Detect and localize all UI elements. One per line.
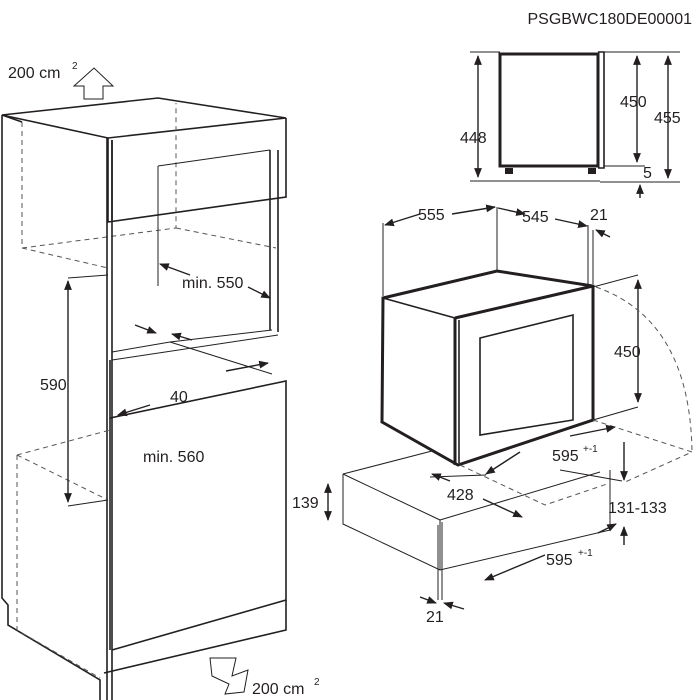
door-21-top-label: 21 (590, 207, 608, 224)
inner-428-label: 428 (447, 487, 474, 504)
width-595-bottom-sup: +-1 (578, 548, 593, 559)
gap-131-133-label: 131-133 (608, 500, 667, 517)
side-height-448: 448 (460, 130, 487, 147)
height-450-label: 450 (614, 344, 641, 361)
drawing-code: PSGBWC180DE00001 (527, 11, 692, 28)
min-depth-label: min. 550 (182, 275, 243, 292)
side-height-450: 450 (620, 94, 647, 111)
width-595-top-label: 595 (552, 448, 579, 465)
vent-up-arrow-icon (72, 67, 115, 100)
vent-top-sup: 2 (72, 61, 78, 72)
plinth-139-label: 139 (292, 495, 319, 512)
door-21-bottom-label: 21 (426, 609, 444, 626)
cabinet-drawing: 200 cm 2 590 min. 550 (1, 61, 320, 700)
vent-bottom-sup: 2 (314, 677, 320, 688)
niche-height-label: 590 (40, 377, 67, 394)
side-feet-5: 5 (643, 165, 652, 182)
depth-545-label: 545 (522, 209, 549, 226)
width-595-bottom-label: 595 (546, 552, 573, 569)
side-height-455: 455 (654, 110, 681, 127)
vent-in-arrow-icon (209, 657, 249, 695)
appliance-drawing: 555 545 21 450 595 +-1 131-133 428 59 (292, 204, 694, 626)
side-view-drawing: 448 450 455 5 (460, 51, 681, 198)
width-595-top-sup: +-1 (583, 444, 598, 455)
gap-label: 40 (170, 389, 188, 406)
depth-555-label: 555 (418, 207, 445, 224)
vent-top-label: 200 cm (8, 65, 60, 82)
min-width-label: min. 560 (143, 449, 204, 466)
vent-bottom-label: 200 cm (252, 681, 304, 698)
